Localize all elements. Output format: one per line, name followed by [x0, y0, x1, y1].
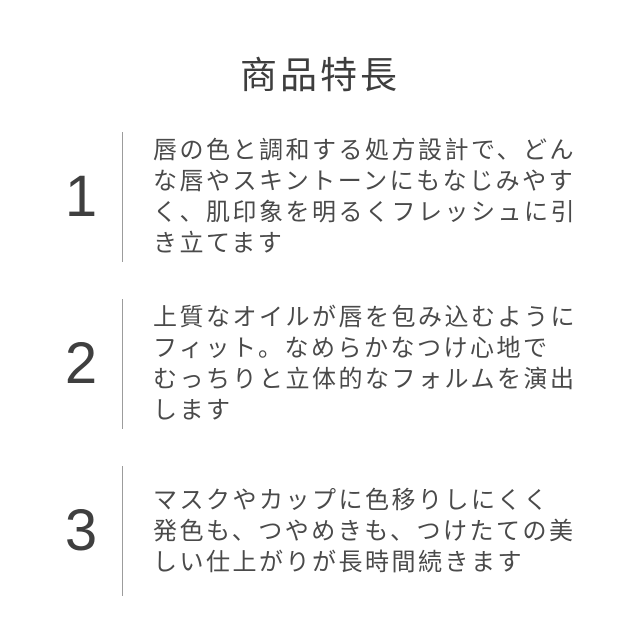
vertical-divider [122, 299, 123, 429]
feature-number-1: 1 [64, 164, 98, 229]
feature-text-2: 上質なオイルが唇を包み込むように フィット。なめらかなつけ心地で むっちりと立体… [153, 304, 577, 424]
feature-list: 1 唇の色と調和する処方設計で、どん な唇やスキントーンにもなじみやす く、肌印… [0, 132, 640, 596]
vertical-divider [122, 132, 123, 262]
feature-text-1: 唇の色と調和する処方設計で、どん な唇やスキントーンにもなじみやす く、肌印象を… [153, 137, 577, 257]
feature-row-1: 1 唇の色と調和する処方設計で、どん な唇やスキントーンにもなじみやす く、肌印… [0, 132, 640, 262]
vertical-divider [122, 466, 123, 596]
feature-number-3: 3 [64, 498, 98, 563]
page-title: 商品特長 [240, 55, 400, 96]
feature-row-3: 3 マスクやカップに色移りしにくく 発色も、つやめきも、つけたての美 しい仕上が… [0, 466, 640, 596]
feature-text-3: マスクやカップに色移りしにくく 発色も、つやめきも、つけたての美 しい仕上がりが… [153, 486, 576, 576]
feature-number-2: 2 [64, 331, 98, 396]
feature-row-2: 2 上質なオイルが唇を包み込むように フィット。なめらかなつけ心地で むっちりと… [0, 299, 640, 429]
